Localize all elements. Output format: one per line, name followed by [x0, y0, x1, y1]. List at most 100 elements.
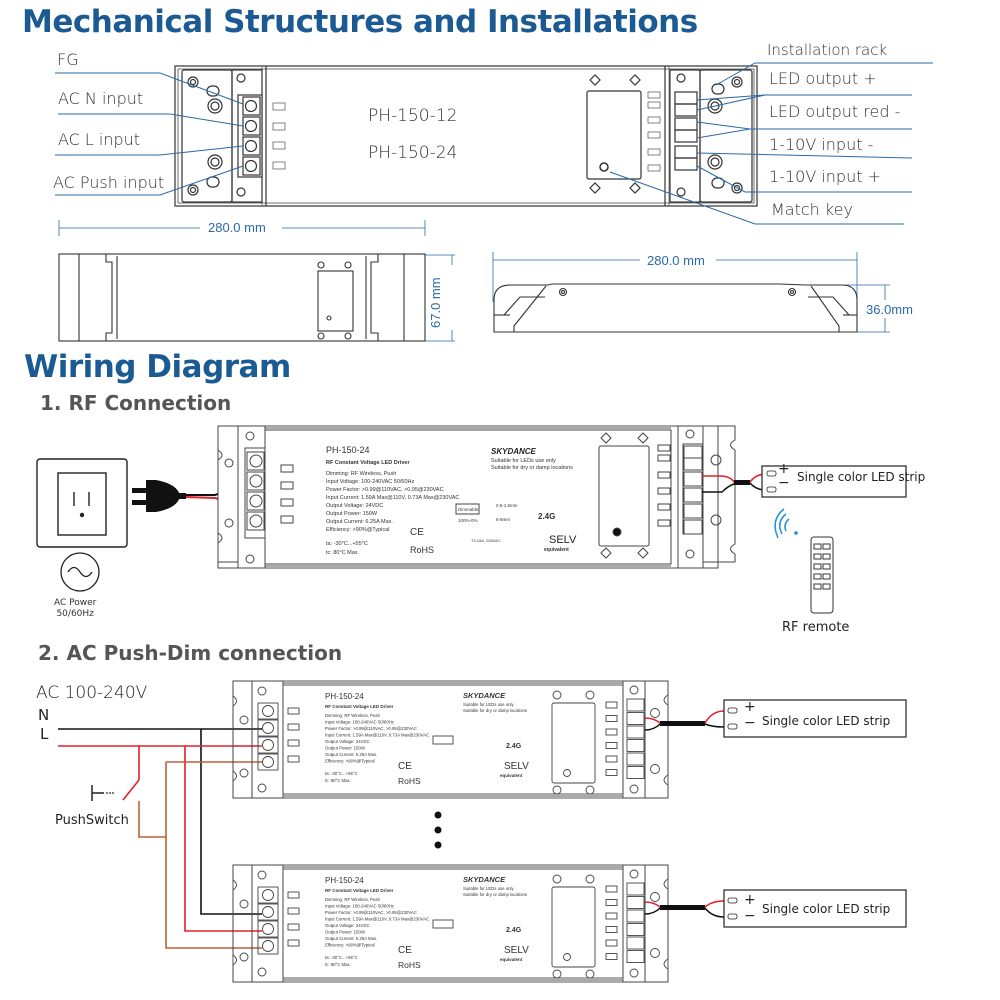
brand-logo: SKYDANCE	[491, 447, 537, 456]
label-spec: Efficiency: >90%@Typical	[325, 759, 375, 764]
selv-mark: SELV	[504, 761, 529, 772]
label-spec: Dimming: RF Wireless, Push	[326, 471, 396, 477]
label-spec: Output Voltage: 24VDC	[325, 739, 370, 744]
strip-pad-minus	[727, 723, 738, 730]
mechanical-drawing	[55, 62, 933, 342]
led-strip-box	[723, 889, 907, 928]
label-temp: ta: -30°C...+55°C	[325, 955, 358, 960]
cable-sheath	[660, 721, 705, 726]
label-spec: Output Current: 6.25A Max.	[326, 519, 393, 525]
suitability-text: Suitable for dry or damp locations	[491, 465, 573, 471]
label-spec: Efficiency: >90%@Typical	[326, 527, 389, 533]
label-spec: Output Power: 150W	[325, 746, 366, 751]
wire-red-out	[702, 475, 744, 483]
brand-logo: SKYDANCE	[463, 875, 506, 884]
driver-bottom-view	[58, 253, 426, 342]
label-spec: Power Factor: >0.99@110VAC, >0.95@230VAC	[325, 910, 417, 915]
label-model: PH-150-24	[325, 876, 364, 885]
wiring-title: Wiring Diagram	[24, 349, 291, 385]
label-spec: Input Current: 1.59A Max@110V, 0.73A Max…	[326, 495, 459, 501]
dim-top-length: 280.0 mm	[208, 220, 266, 235]
push1-strip-label: Single color LED strip	[762, 714, 891, 728]
suitability-text: Suitable for LEDs use only	[491, 458, 556, 464]
selv-equivalent: equivalent	[544, 547, 569, 553]
wire-black-out	[644, 907, 661, 915]
suitability-text: Suitable for LEDs use only	[463, 886, 514, 891]
push-section-title: 2. AC Push-Dim connection	[38, 641, 343, 665]
rf-section-title: 1. RF Connection	[40, 391, 232, 415]
strip-pad-plus	[766, 470, 777, 477]
led-strip-box	[723, 699, 907, 738]
push-button-dots	[106, 792, 114, 794]
label-type: RF Constant Voltage LED Driver	[326, 460, 410, 466]
label-temp: tc: 80°C Max.	[326, 550, 360, 556]
ac-power-symbol-icon	[60, 552, 100, 592]
cable-sheath	[734, 480, 750, 485]
wire-black-out	[702, 483, 735, 493]
dim-side-height: 36.0mm	[866, 302, 913, 317]
rf-band: 2.4G	[506, 927, 522, 934]
ac-power-text: AC Power	[54, 598, 97, 608]
label-spec: Output Current: 6.25A Max.	[325, 936, 377, 941]
top-dimension-lines	[58, 220, 890, 342]
callout-installation-rack: Installation rack	[767, 41, 888, 59]
rf-strip-plus: +	[778, 461, 790, 477]
driver-top-view	[174, 65, 758, 207]
dim-top-width: 67.0 mm	[428, 239, 443, 328]
led-strip-box	[761, 465, 907, 498]
selv-equivalent: equivalent	[500, 773, 523, 778]
model-name-12: PH-150-12	[368, 106, 458, 126]
rohs-mark: RoHS	[398, 960, 421, 970]
rf-remote-icon	[810, 536, 834, 614]
strip-pad-plus	[727, 897, 738, 904]
driver-label-rf: PH-150-24 RF Constant Voltage LED Driver…	[326, 445, 577, 556]
callout-lines	[55, 62, 933, 225]
push-button-icon	[91, 785, 104, 801]
push1-strip-minus: −	[744, 715, 756, 731]
top-view-terminal-labels	[272, 91, 661, 172]
label-spec: Output Voltage: 24VDC	[325, 923, 370, 928]
callout-ac-n: AC N input	[58, 89, 144, 108]
label-spec: Input Voltage: 100-240VAC 50/60Hz	[325, 904, 394, 909]
push1-strip-plus: +	[744, 699, 756, 715]
rf-remote-label: RF remote	[782, 620, 850, 635]
wire-black-strip	[704, 907, 725, 918]
strip-pad-plus	[727, 707, 738, 714]
ac-power-label: AC Power 50/60Hz	[54, 598, 96, 620]
push2-strip-plus: +	[744, 892, 756, 908]
rf-signal-icon	[774, 508, 798, 539]
callout-led-output-minus: LED output red -	[769, 102, 901, 121]
rohs-mark: RoHS	[398, 776, 421, 786]
label-model: PH-150-24	[325, 692, 364, 701]
callout-ac-push: AC Push input	[53, 173, 165, 192]
rohs-mark: RoHS	[410, 545, 434, 555]
callout-led-output-plus: LED output +	[769, 69, 877, 88]
callout-match-key: Match key	[771, 200, 853, 219]
wire-push-branch	[165, 837, 262, 949]
label-spec: Dimming: RF Wireless, Push	[325, 897, 381, 902]
label-temp: ta: -30°C...+55°C	[325, 771, 358, 776]
ac-freq-text: 50/60Hz	[56, 609, 94, 619]
callout-1-10v-plus: 1-10V input +	[769, 167, 881, 186]
wire-l-branch	[184, 746, 262, 932]
wire-spec: 0.5-1.5mm	[496, 503, 518, 508]
label-temp: ta: -30°C...+55°C	[326, 541, 368, 547]
wire-red-strip	[704, 710, 725, 724]
ac-voltage-range: AC 100-240V	[36, 683, 148, 703]
ce-mark: CE	[398, 761, 412, 772]
label-spec: Output Power: 150W	[326, 511, 378, 517]
dim-range: 100%-0%	[458, 518, 478, 523]
push-switch-lever	[122, 779, 140, 801]
rf-band: 2.4G	[506, 743, 522, 750]
cable-sheath	[660, 905, 705, 910]
brand-logo: SKYDANCE	[463, 691, 506, 700]
label-spec: Efficiency: >90%@Typical	[325, 943, 375, 948]
wire-n-branch	[200, 729, 262, 915]
strip-pad-minus	[727, 913, 738, 920]
wire-black-strip	[704, 723, 725, 728]
more-drivers-ellipsis	[434, 811, 442, 849]
line-label: L	[40, 725, 49, 743]
wire-push-switch	[138, 762, 167, 838]
label-type: RF Constant Voltage LED Driver	[325, 888, 394, 893]
label-spec: Output Power: 150W	[325, 930, 366, 935]
